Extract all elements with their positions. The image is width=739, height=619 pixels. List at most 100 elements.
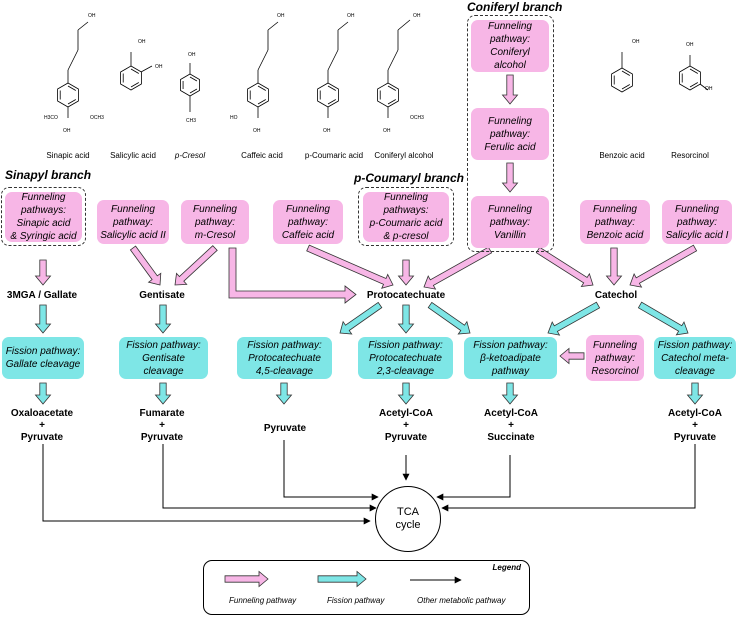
metabolic-lines xyxy=(42,440,696,525)
funneling-m-cresol: Funneling pathway: m-Cresol xyxy=(181,200,249,244)
product-acetyl-coa-pyruvate: Acetyl-CoA + Pyruvate xyxy=(379,408,433,443)
coniferyl-alcohol-chain-2 xyxy=(387,49,399,71)
fission-arrow-gallate xyxy=(34,304,52,334)
benzoic-acid-ring-bond-1 xyxy=(621,84,630,90)
structure-label-resorcinol-ring-oh: OH xyxy=(705,86,713,92)
legend-label-fission: Fission pathway xyxy=(327,596,385,605)
branch-label-coniferyl: Coniferyl branch xyxy=(467,0,563,14)
fission-arrow-pca45-products xyxy=(275,382,293,405)
p-cresol-ring-bond-0 xyxy=(189,76,198,82)
fission-beta-ketoadipate: Fission pathway: β-ketoadipate pathway xyxy=(464,337,557,379)
funnel-arrow-coniferyl-to-ferulic xyxy=(501,74,519,105)
fission-arrow-pca-45 xyxy=(339,301,383,335)
chemical-structures xyxy=(57,19,709,118)
structure-label-coniferyl-ring-oh: OH xyxy=(383,128,391,134)
chemical-label-caffeic-acid: Caffeic acid xyxy=(241,151,283,160)
funnel-arrow-sinapic-to-gallate xyxy=(34,259,52,286)
structure-label-salicylic-oh: OH xyxy=(138,39,146,45)
fission-arrow-gentisate xyxy=(154,304,172,334)
fission-arrow-ketoadipate-products xyxy=(501,382,519,405)
funneling-coumaric-cresol: Funneling pathways: p-Coumaric acid & p-… xyxy=(363,192,449,242)
structure-label-coumaric-oh: OH xyxy=(347,13,355,19)
intermediate-gentisate: Gentisate xyxy=(139,290,185,301)
fission-arrow-catechol-meta-products xyxy=(686,382,704,405)
structure-label-coniferyl-och3: OCH3 xyxy=(410,115,424,121)
caffeic-acid-ring-bond-1 xyxy=(257,99,266,105)
structure-label-coumaric-ring-oh: OH xyxy=(323,128,331,134)
funnel-arrow-coumaric-to-protocatechuate xyxy=(397,259,415,286)
structure-label-salicylic-ring-oh: OH xyxy=(155,64,163,70)
line-fumarate-to-tca xyxy=(162,444,377,512)
funnel-arrow-salicylic-ii-to-gentisate xyxy=(129,245,162,286)
legend-label-other: Other metabolic pathway xyxy=(417,596,506,605)
structure-label-benzoic-oh: OH xyxy=(632,39,640,45)
funneling-coniferyl-alcohol: Funneling pathway: Coniferyl alcohol xyxy=(471,20,549,72)
sinapic-acid-ring-bond-0 xyxy=(67,85,76,91)
funneling-ferulic-acid: Funneling pathway: Ferulic acid xyxy=(471,108,549,160)
resorcinol-ring-bond-1 xyxy=(689,82,698,88)
funnel-arrow-vanillin-to-protocatechuate xyxy=(423,246,493,290)
coniferyl-alcohol-chain-4 xyxy=(397,19,411,31)
fission-gallate: Fission pathway: Gallate cleavage xyxy=(2,337,84,379)
funneling-caffeic-acid: Funneling pathway: Caffeic acid xyxy=(273,200,343,244)
product-pyruvate: Pyruvate xyxy=(263,423,307,434)
chemical-label-resorcinol: Resorcinol xyxy=(671,151,709,160)
coniferyl-alcohol-ring xyxy=(377,82,399,108)
structure-label-caffeic-ho: HO xyxy=(230,115,238,121)
p-cresol-ring-bond-1 xyxy=(189,88,198,94)
funnel-arrow-caffeic-to-protocatechuate xyxy=(306,244,394,289)
line-succinate-to-tca xyxy=(436,455,511,501)
p-coumaryl-branch-box xyxy=(358,187,454,246)
fission-arrow-pca-ketoadipate xyxy=(427,301,471,335)
chemical-label-p-coumaric-acid: p-Coumaric acid xyxy=(304,151,364,160)
line-catechol-meta-to-tca xyxy=(441,444,696,512)
funnel-arrow-benzoic-direct-to-catechol xyxy=(535,246,594,288)
legend-funneling-arrow xyxy=(224,570,269,588)
sinapic-acid-ring xyxy=(57,82,79,108)
legend-label-funneling: Funneling pathway xyxy=(229,596,297,605)
line-pyruvate-to-tca xyxy=(283,440,379,501)
structure-label-cresol-ch3: CH3 xyxy=(186,118,197,124)
sinapic-acid-ring-bond-1 xyxy=(67,99,76,105)
structure-label-resorcinol-oh: OH xyxy=(686,42,694,48)
benzoic-acid-ring xyxy=(611,67,633,93)
chemical-label-sinapic-acid: Sinapic acid xyxy=(46,151,90,160)
sinapic-acid-chain-4 xyxy=(77,21,89,31)
fission-arrow-pca23-products xyxy=(397,382,415,405)
funnel-arrow-resorcinol-to-ketoadipate xyxy=(559,347,585,365)
p-coumaric-acid-ring-bond-1 xyxy=(327,99,336,105)
line-oxaloacetate-to-tca xyxy=(42,444,371,525)
funnel-arrow-salicylic-i-to-catechol xyxy=(629,244,698,288)
chemical-label-coniferyl-alcohol: Coniferyl alcohol xyxy=(374,151,434,160)
funnel-arrow-benzoic-to-catechol xyxy=(605,247,623,286)
fission-protocatechuate-45: Fission pathway: Protocatechuate 4,5-cle… xyxy=(237,337,332,379)
structure-label-sinapic-h3co: H3CO xyxy=(44,115,58,121)
salicylic-acid-ring-bond-0 xyxy=(130,68,139,74)
resorcinol-ring xyxy=(679,65,701,91)
salicylic-acid-ring-bond-1 xyxy=(130,82,139,88)
caffeic-acid-chain-2 xyxy=(257,49,269,71)
product-acetyl-coa-succinate: Acetyl-CoA + Succinate xyxy=(484,408,538,443)
fission-arrow-pca-23 xyxy=(397,304,415,334)
fission-protocatechuate-23: Fission pathway: Protocatechuate 2,3-cle… xyxy=(358,337,453,379)
legend-arrows xyxy=(224,570,462,588)
salicylic-acid-oh-bond xyxy=(140,65,153,73)
benzoic-acid-ring-bond-0 xyxy=(621,70,630,76)
structure-label-sinapic-och3: OCH3 xyxy=(90,115,104,121)
structure-label-coniferyl-oh: OH xyxy=(413,13,421,19)
funneling-salicylic-i: Funneling pathway: Salicylic acid I xyxy=(662,200,732,244)
intermediate-catechol: Catechol xyxy=(594,290,638,301)
funneling-vanillin: Funneling pathway: Vanillin xyxy=(471,196,549,248)
fission-gentisate: Fission pathway: Gentisate cleavage xyxy=(119,337,208,379)
p-coumaric-acid-chain-2 xyxy=(327,49,339,71)
fission-arrow-catechol-ketoadipate xyxy=(547,301,601,336)
fission-arrow-gentisate-products xyxy=(154,382,172,405)
branch-label-p-coumaryl: p-Coumaryl branch xyxy=(354,171,465,185)
fission-catechol-meta: Fission pathway: Catechol meta- cleavage xyxy=(654,337,736,379)
p-coumaric-acid-ring xyxy=(317,82,339,108)
legend-title: Legend xyxy=(492,563,521,572)
chemical-label-benzoic-acid: Benzoic acid xyxy=(599,151,645,160)
intermediate-mga-gallate: 3MGA / Gallate xyxy=(6,290,78,301)
